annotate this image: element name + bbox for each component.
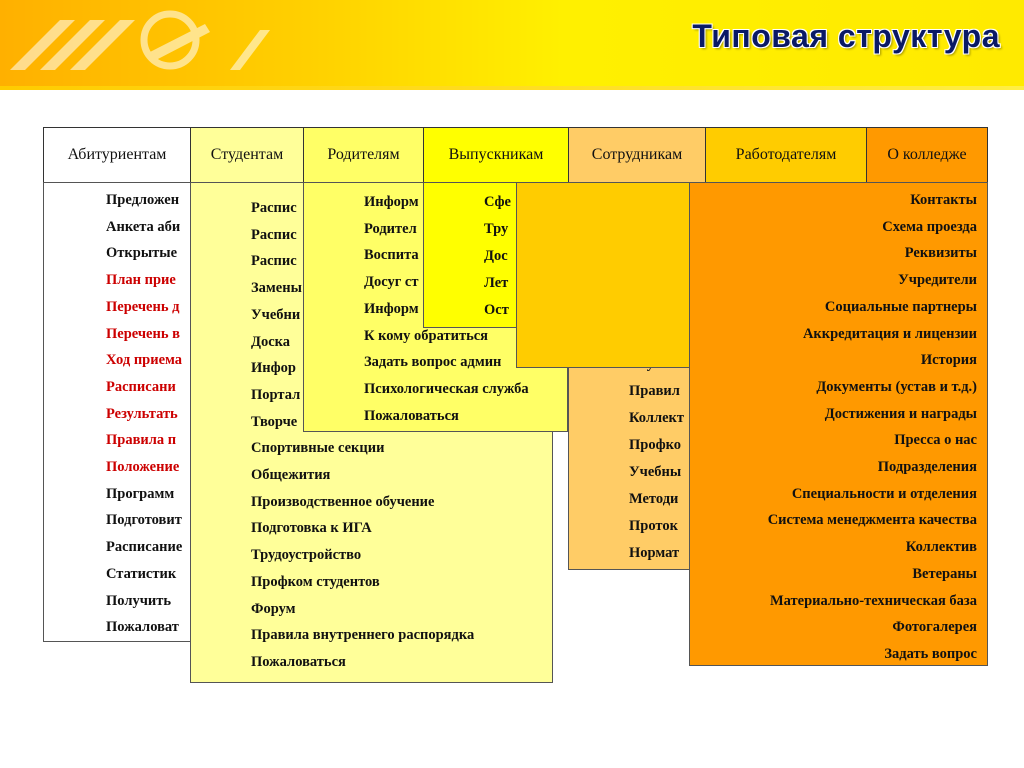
abitur-menu-item[interactable]: Расписани	[106, 378, 176, 395]
tab-students[interactable]: Студентам	[190, 127, 304, 183]
abitur-menu-item[interactable]: Открытые	[106, 245, 178, 262]
parents-menu-item[interactable]: Информ	[364, 194, 419, 210]
tab-graduates[interactable]: Выпускникам	[423, 127, 569, 183]
college-menu-item[interactable]: Реквизиты	[904, 245, 977, 262]
college-menu-item[interactable]: История	[920, 352, 977, 369]
college-menu-item[interactable]: Документы (устав и т.д.)	[816, 378, 977, 395]
college-menu-item[interactable]: Подразделения	[877, 459, 977, 475]
abitur-menu-item[interactable]: Предложен	[106, 192, 180, 208]
grads-menu-item[interactable]: Сфе	[484, 194, 511, 210]
students-menu-item[interactable]: Распис	[251, 226, 297, 243]
header-banner: Типовая структура	[0, 0, 1024, 86]
abitur-menu-item[interactable]: Программ	[106, 485, 175, 502]
students-menu-item[interactable]: Производственное обучение	[251, 493, 435, 510]
college-menu-item[interactable]: Пресса о нас	[894, 432, 977, 449]
grads-menu-item[interactable]: Дос	[484, 248, 508, 264]
students-menu-item[interactable]: Учебни	[251, 306, 301, 323]
grads-menu-item[interactable]: Лет	[484, 275, 509, 291]
college-menu-item[interactable]: Система менеджмента качества	[767, 512, 977, 529]
staff-menu-item[interactable]: Правил	[629, 383, 680, 399]
college-menu-item[interactable]: Учредители	[898, 272, 977, 289]
parents-menu-item[interactable]: Задать вопрос админ	[364, 354, 502, 371]
college-menu-item[interactable]: Коллектив	[905, 539, 977, 556]
tab-parents[interactable]: Родителям	[303, 127, 424, 183]
students-menu-item[interactable]: Распис	[251, 200, 297, 216]
page-title: Типовая структура	[692, 18, 1000, 54]
abitur-menu-item[interactable]: План прие	[106, 272, 176, 289]
panel-employers	[516, 182, 708, 368]
parents-menu-item[interactable]: Родител	[364, 220, 417, 237]
college-menu-item[interactable]: Задать вопрос	[884, 645, 977, 662]
college-menu-item[interactable]: Ветераны	[912, 565, 977, 582]
college-menu-item[interactable]: Специальности и отделения	[791, 485, 977, 502]
abitur-menu-item[interactable]: Ход приема	[106, 352, 183, 369]
college-menu-item[interactable]: Контакты	[910, 192, 977, 208]
students-menu-item[interactable]: Правила внутреннего распорядка	[251, 627, 475, 644]
parents-menu-item[interactable]: Психологическая служба	[364, 380, 529, 397]
abitur-menu-item[interactable]: Правила п	[106, 432, 177, 449]
college-menu-item[interactable]: Схема проезда	[882, 218, 977, 235]
abitur-menu-item[interactable]: Статистик	[106, 565, 177, 582]
staff-menu-item[interactable]: Коллект	[629, 410, 685, 426]
students-menu-item[interactable]: Общежития	[251, 467, 331, 483]
students-menu-item[interactable]: Творче	[251, 413, 298, 430]
parents-menu-item[interactable]: Воспита	[364, 247, 419, 264]
staff-menu-item[interactable]: Нормат	[629, 545, 680, 561]
parents-menu-item[interactable]: Информ	[364, 300, 419, 317]
students-menu-item[interactable]: Трудоустройство	[251, 547, 362, 564]
tab-staff[interactable]: Сотрудникам	[568, 127, 706, 183]
students-menu-item[interactable]: Портал	[251, 386, 301, 403]
tab-about-college[interactable]: О колледже	[866, 127, 988, 183]
abitur-menu-item[interactable]: Получить	[106, 592, 172, 609]
staff-menu-item[interactable]: Профко	[629, 437, 682, 453]
abitur-menu-item[interactable]: Результать	[106, 405, 178, 422]
tab-abiturients[interactable]: Абитуриентам	[43, 127, 191, 183]
tab-employers[interactable]: Работодателям	[705, 127, 867, 183]
students-menu-item[interactable]: Распис	[251, 253, 297, 270]
students-menu-item[interactable]: Замены	[251, 280, 302, 297]
parents-menu-item[interactable]: К кому обратиться	[364, 327, 489, 344]
college-menu-item[interactable]: Достижения и награды	[824, 405, 977, 422]
abitur-menu-item[interactable]: Анкета аби	[106, 218, 181, 235]
parents-menu-item[interactable]: Досуг ст	[364, 274, 419, 291]
staff-menu-item[interactable]: Методи	[629, 491, 679, 507]
abitur-menu-item[interactable]: Перечень д	[106, 298, 180, 315]
students-menu-item[interactable]: Профком студентов	[251, 573, 380, 590]
students-menu-item[interactable]: Инфор	[251, 360, 296, 377]
college-menu-item[interactable]: Аккредитация и лицензии	[802, 325, 977, 342]
staff-menu-item[interactable]: Проток	[629, 518, 678, 534]
students-menu-item[interactable]: Пожаловаться	[251, 653, 346, 670]
students-menu-item[interactable]: Доска	[251, 333, 291, 350]
abitur-menu-item[interactable]: Пожаловат	[106, 619, 179, 636]
grads-menu-item[interactable]: Ост	[484, 302, 509, 318]
grads-menu-item[interactable]: Тру	[484, 221, 509, 237]
parents-menu-item[interactable]: Пожаловаться	[364, 407, 459, 424]
decorative-logo-icon	[10, 10, 270, 70]
college-menu-item[interactable]: Материально-техническая база	[769, 592, 977, 609]
abitur-menu-item[interactable]: Положение	[106, 459, 180, 475]
college-menu-item[interactable]: Социальные партнеры	[824, 298, 977, 315]
header-divider	[0, 86, 1024, 90]
abitur-menu-item[interactable]: Расписание	[106, 539, 183, 556]
students-menu-item[interactable]: Форум	[251, 600, 296, 617]
students-menu-item[interactable]: Подготовка к ИГА	[251, 520, 372, 537]
staff-menu-item[interactable]: Учебны	[629, 464, 682, 480]
abitur-menu-item[interactable]: Подготовит	[106, 512, 182, 529]
abitur-menu-item[interactable]: Перечень в	[106, 325, 180, 342]
students-menu-item[interactable]: Спортивные секции	[251, 440, 385, 457]
college-menu-item[interactable]: Фотогалерея	[892, 619, 977, 636]
